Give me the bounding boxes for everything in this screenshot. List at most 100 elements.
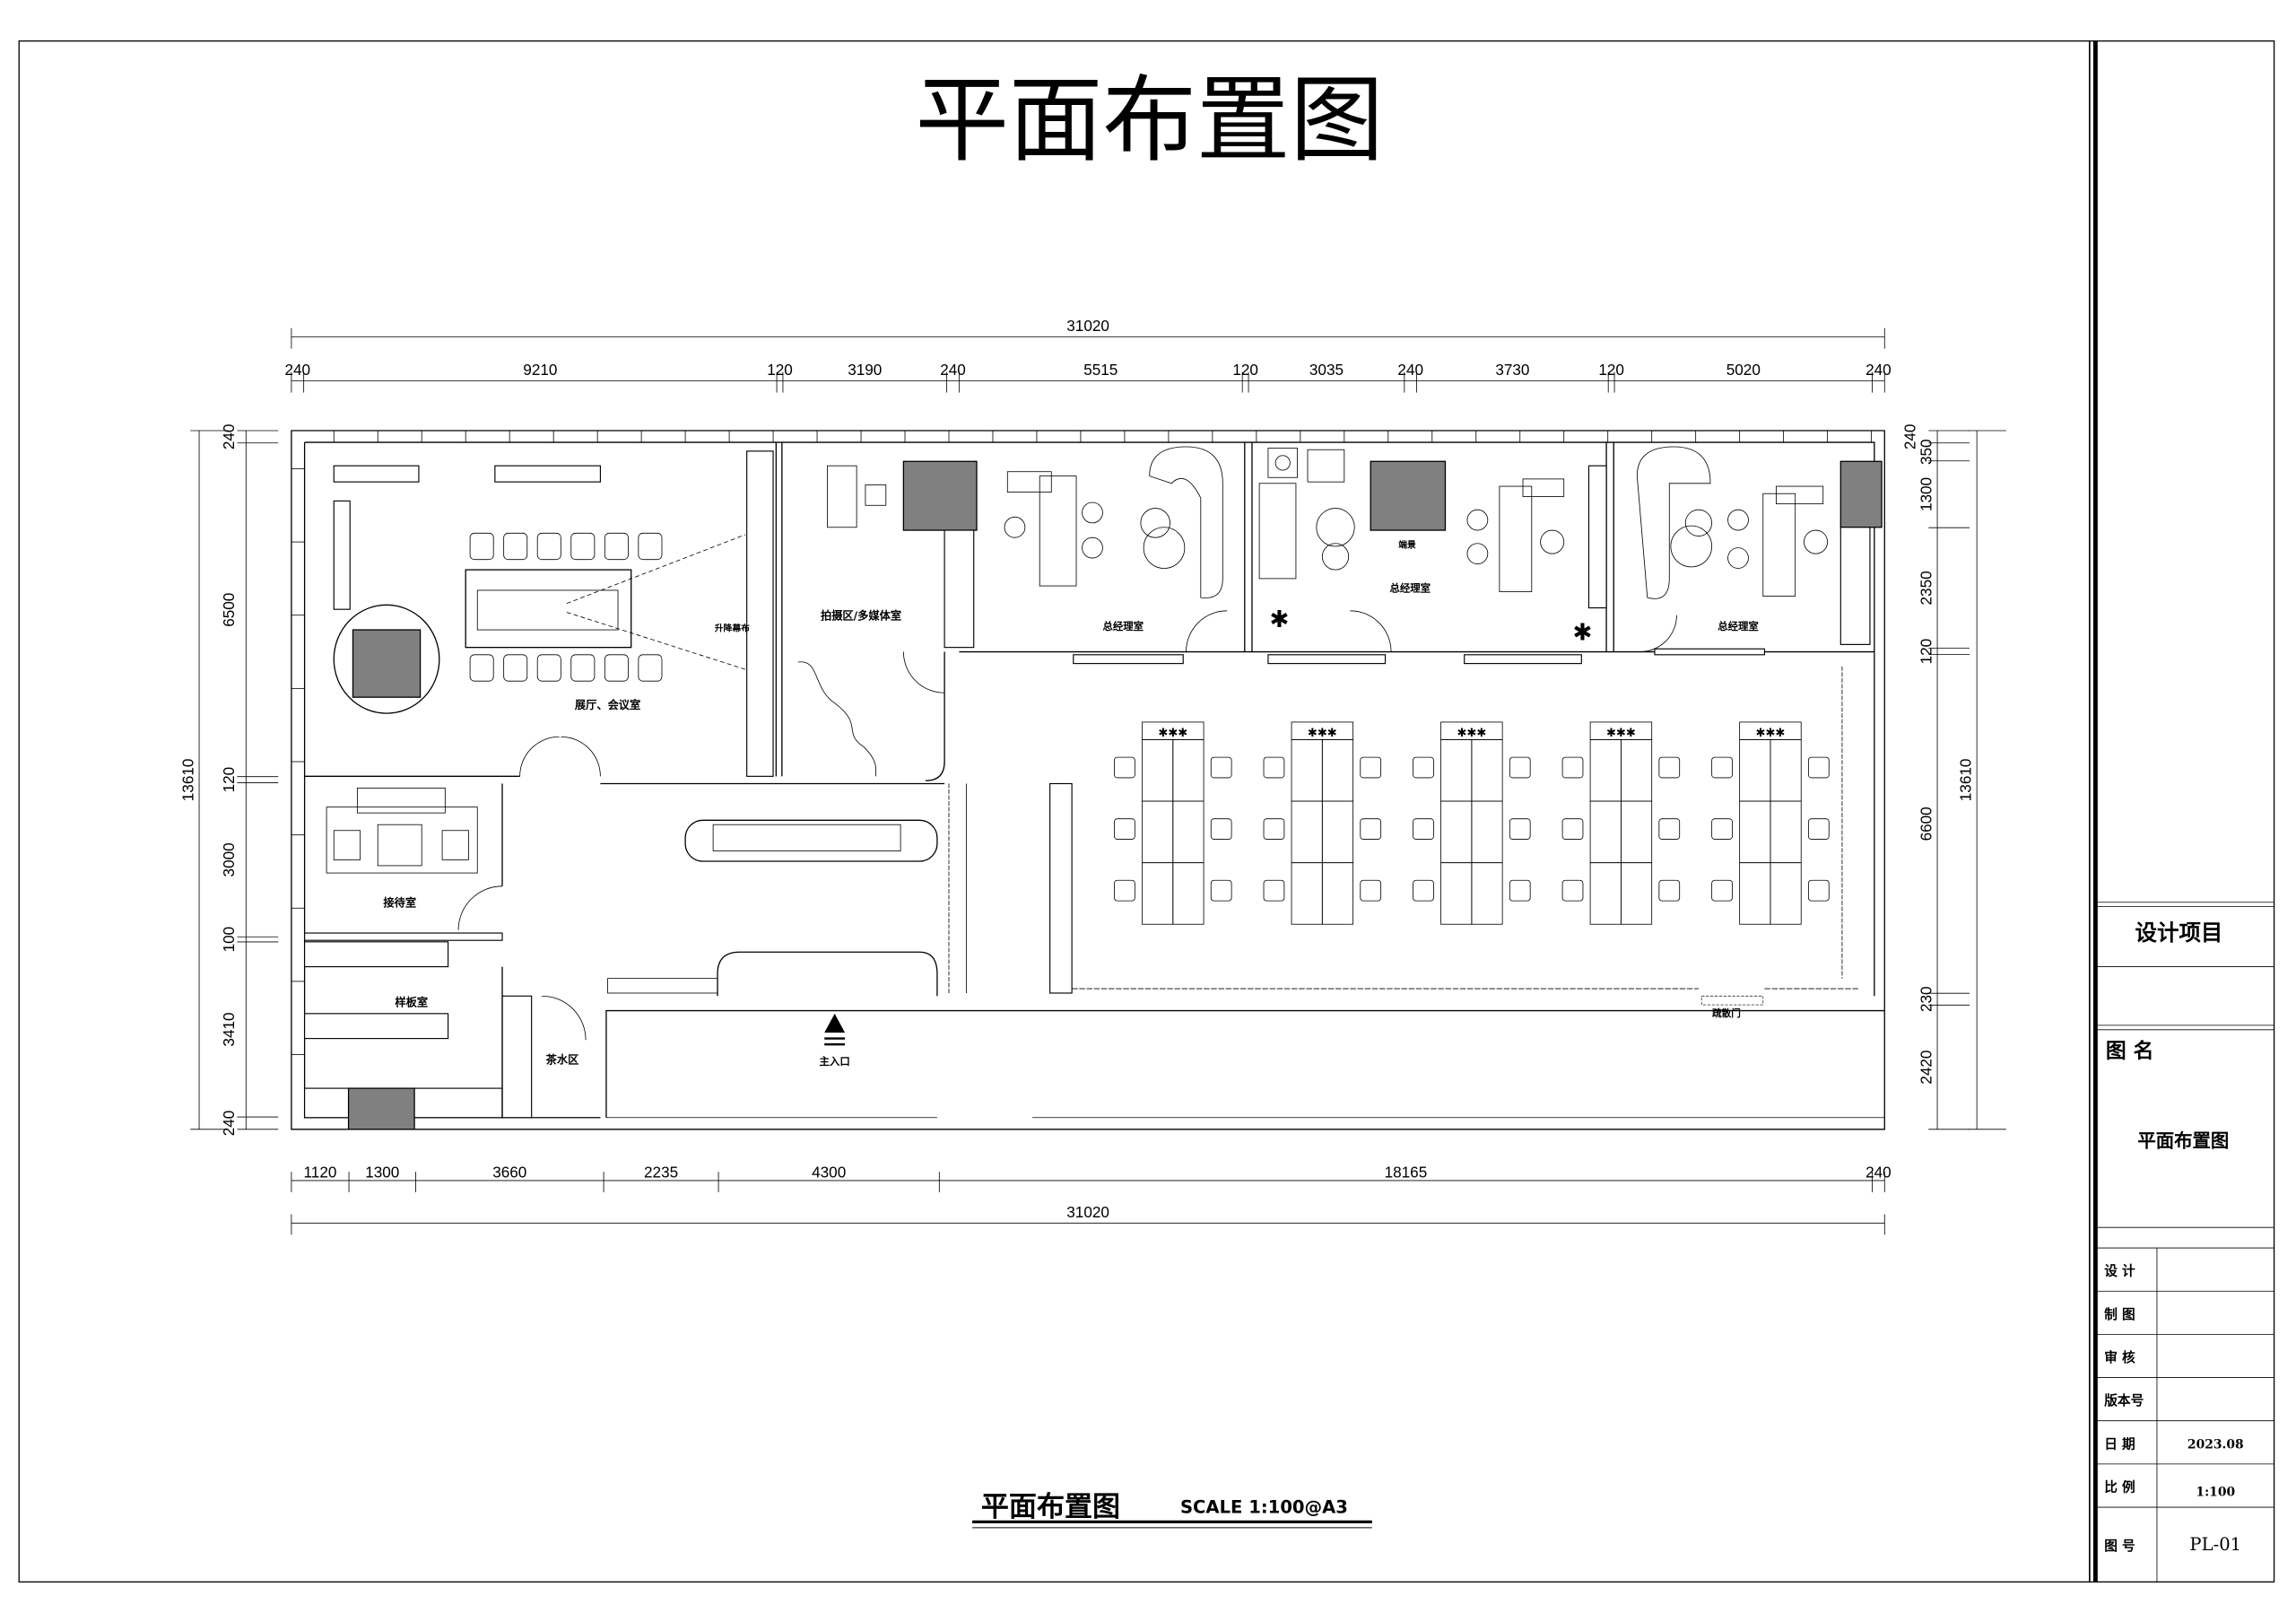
office-chair <box>1114 818 1135 840</box>
dimension-total-label: 13610 <box>1957 759 1975 802</box>
label-lift-screen: 升降幕布 <box>715 623 750 634</box>
caption-title: 平面布置图 <box>981 1491 1120 1523</box>
workstation-desk <box>1620 862 1653 925</box>
rug <box>326 807 478 874</box>
display-shelf <box>333 500 351 610</box>
chair <box>1727 547 1749 569</box>
workstation-desk <box>1321 800 1354 864</box>
computer <box>1006 471 1052 493</box>
curved-sofa <box>1636 446 1711 599</box>
chair <box>1082 501 1103 524</box>
dimension-label: 120 <box>220 767 238 793</box>
workstation-desk <box>1589 862 1622 925</box>
conference-chair <box>536 532 561 561</box>
office-door[interactable] <box>1350 610 1392 652</box>
display-shelf <box>333 465 420 483</box>
tea-door[interactable] <box>542 995 587 1041</box>
title-block-label: 审 核 <box>2104 1349 2135 1365</box>
title-block-label: 图 号 <box>2104 1539 2135 1554</box>
armchair <box>441 830 469 860</box>
conference-chair <box>638 654 663 682</box>
title-block-value: PL-01 <box>2189 1534 2241 1555</box>
workstation-desk <box>1589 739 1622 802</box>
workstation-desk <box>1739 862 1771 925</box>
workstation-desk <box>1291 800 1323 864</box>
tea-cabinet <box>501 995 533 1119</box>
office-chair <box>1711 879 1733 902</box>
exit-door[interactable] <box>1700 995 1764 1006</box>
title-block-value: 2023.08 <box>2187 1437 2244 1452</box>
title-block-value: 1:100 <box>2196 1485 2235 1499</box>
reception-desk <box>684 819 938 862</box>
room-label-exhibition: 展厅、会议室 <box>575 698 640 711</box>
dimension-label: 1120 <box>304 1164 337 1182</box>
dimension-total-label: 31020 <box>1066 317 1109 335</box>
dimension-label: 100 <box>220 927 238 953</box>
conference-chair <box>604 532 629 561</box>
safe-dial <box>1274 455 1291 471</box>
office-chair <box>1413 756 1434 779</box>
office-chair <box>1360 756 1382 779</box>
dimension-label: 350 <box>1918 439 1935 465</box>
lift-screen-cabinet <box>746 450 774 777</box>
studio-door[interactable] <box>902 651 945 693</box>
window-sill <box>1654 648 1765 656</box>
outer-wall <box>291 430 1885 1130</box>
conference-chair <box>469 532 494 561</box>
window-sill <box>1073 654 1184 665</box>
room-label-studio: 拍摄区/多媒体室 <box>821 609 901 623</box>
sofa <box>1258 483 1297 580</box>
dimension-label: 2420 <box>1918 1051 1935 1085</box>
office-door[interactable] <box>1186 610 1228 652</box>
office-chair <box>1210 756 1232 779</box>
chair <box>1727 509 1749 531</box>
double-door[interactable] <box>519 736 601 777</box>
round-table <box>1684 509 1713 536</box>
dimension-label: 3660 <box>492 1164 526 1182</box>
room-label-gm-office-2: 总经理室 <box>1389 582 1431 595</box>
label-exit-door: 疏散门 <box>1712 1007 1741 1019</box>
workstation-desk <box>1589 800 1622 864</box>
office-chair <box>1263 818 1285 840</box>
cabinet <box>1839 527 1871 645</box>
chair <box>865 484 887 506</box>
office-chair <box>1658 818 1681 840</box>
conference-table <box>465 569 632 649</box>
conference-chair <box>638 532 663 561</box>
office-chair <box>1807 756 1830 779</box>
entrance-arrow-icon <box>824 1013 846 1033</box>
plant-icon: ✱✱✱ <box>1606 727 1636 740</box>
outer-wall-inner <box>304 441 1875 997</box>
floor-plan: 展厅、会议室 升降幕布 拍摄区/多媒体室 <box>291 430 1885 1130</box>
round-table <box>1321 543 1350 571</box>
workstation-desk <box>1471 800 1503 864</box>
dimension-label: 240 <box>220 424 238 450</box>
window-mullions <box>291 431 1872 1055</box>
workstation-desk <box>1440 739 1473 802</box>
office-chair <box>1360 879 1382 902</box>
manager-desk <box>1039 475 1077 587</box>
workstation-desk <box>1172 739 1205 802</box>
dimension-label: 120 <box>1232 361 1258 379</box>
office-door[interactable] <box>1639 615 1677 652</box>
file-cabinet <box>1049 782 1073 994</box>
dimension-label: 5020 <box>1726 361 1761 379</box>
workstation-desk <box>1739 739 1771 802</box>
dimension-label: 2235 <box>644 1164 678 1182</box>
workstation-desk <box>1142 862 1174 925</box>
dimension-label: 230 <box>1918 986 1935 1012</box>
dimension-label: 5515 <box>1083 361 1118 379</box>
title-block-label: 比 例 <box>2104 1478 2135 1495</box>
dimension-label: 3730 <box>1495 361 1529 379</box>
cabinet <box>944 529 975 649</box>
room-label-sample: 样板室 <box>395 996 428 1009</box>
feature-wall-block <box>1370 460 1447 531</box>
reception-door[interactable] <box>457 885 503 930</box>
workstation-desk <box>1770 739 1802 802</box>
round-table <box>1143 527 1186 569</box>
dimension-label: 240 <box>1866 361 1892 379</box>
dimension-total-label: 13610 <box>179 759 197 802</box>
office-chair <box>1210 818 1232 840</box>
label-project: 设计项目 <box>2135 920 2222 946</box>
